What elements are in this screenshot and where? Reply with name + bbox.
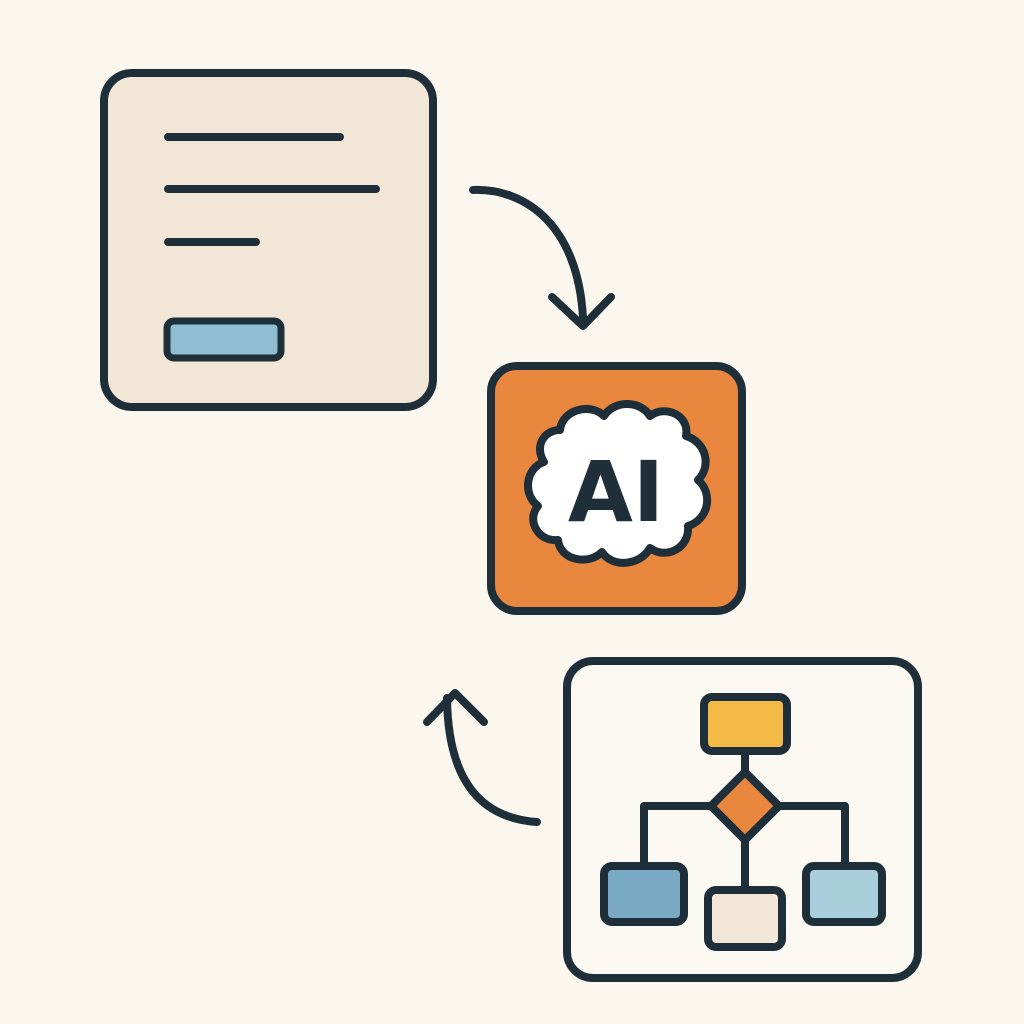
form-submit-button: [163, 317, 285, 362]
curved-arrow-down-icon: [469, 185, 615, 330]
ai-label: AI: [568, 443, 664, 541]
arrow-down-head: [548, 293, 615, 330]
flow-connector-left: [640, 802, 711, 866]
ai-brain-cloud-icon: AI: [487, 362, 746, 615]
flow-connector-right: [779, 802, 849, 866]
ai-cloud: [524, 400, 711, 567]
arrow-down-shaft: [469, 185, 587, 322]
arrow-up-shaft: [443, 694, 541, 826]
flow-decision-node: [707, 768, 783, 844]
arrow-up-head: [423, 689, 488, 726]
flowchart-icon: [563, 657, 922, 982]
curved-arrow-up-icon: [423, 689, 541, 826]
form-document-icon: [100, 69, 437, 411]
flow-right-node: [802, 862, 886, 926]
flow-left-node: [600, 862, 688, 926]
flow-top-node: [700, 693, 791, 755]
flow-middle-node: [704, 886, 786, 951]
